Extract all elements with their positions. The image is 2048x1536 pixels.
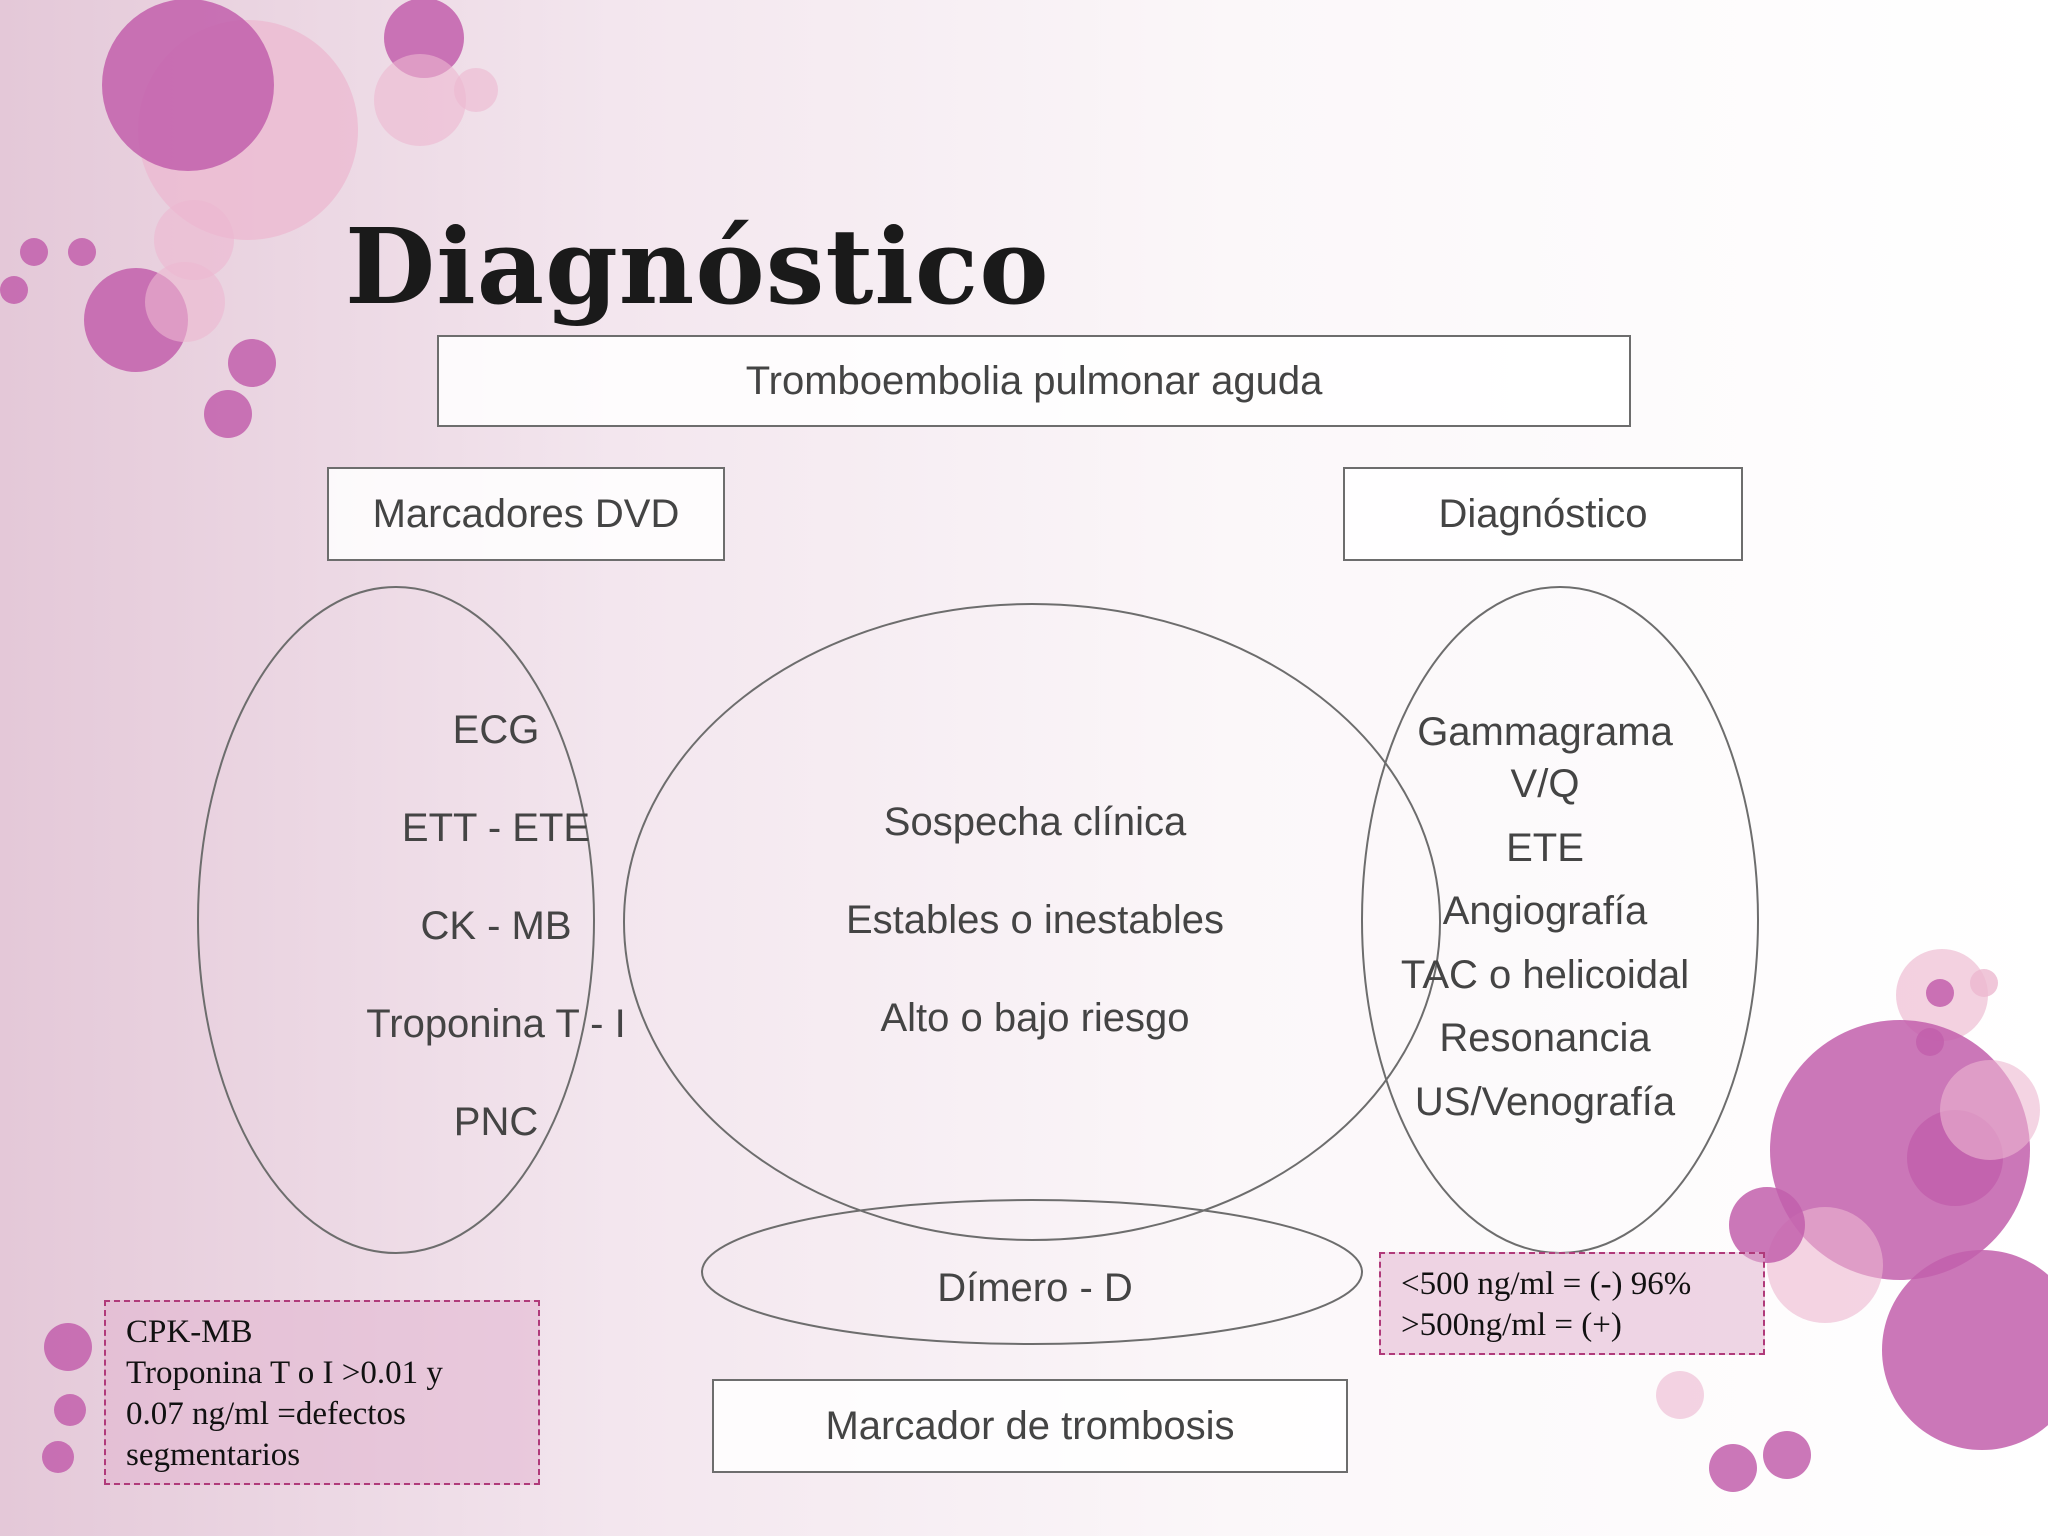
bottom-box-label: Marcador de trombosis (825, 1403, 1235, 1448)
top-box-label: Tromboembolia pulmonar aguda (745, 358, 1323, 403)
center-item: Sospecha clínica (883, 800, 1187, 844)
right-header-label: Diagnóstico (1438, 491, 1648, 536)
left-note-line: 0.07 ng/ml =defectos (126, 1396, 406, 1432)
right-note: <500 ng/ml = (-) 96% >500ng/ml = (+) (1379, 1252, 1765, 1355)
left-item: PNC (453, 1100, 539, 1144)
left-ellipse (197, 586, 595, 1254)
slide-title: Diagnóstico (345, 205, 1050, 328)
right-item: US/Venografía (1414, 1080, 1676, 1124)
right-item: V/Q (1510, 762, 1580, 806)
bottom-ellipse (701, 1199, 1363, 1345)
left-note: CPK-MB Troponina T o I >0.01 y 0.07 ng/m… (104, 1300, 540, 1485)
center-ellipse (623, 603, 1441, 1241)
right-header-box: Diagnóstico (1343, 467, 1743, 561)
right-item: Resonancia (1439, 1016, 1651, 1060)
right-item: Gammagrama (1417, 710, 1673, 754)
center-item: Estables o inestables (845, 898, 1225, 942)
left-note-line: segmentarios (126, 1437, 301, 1473)
right-note-line: <500 ng/ml = (-) 96% (1401, 1266, 1692, 1302)
center-item: Alto o bajo riesgo (880, 996, 1190, 1040)
left-note-line: Troponina T o I >0.01 y (126, 1355, 443, 1391)
left-header-box: Marcadores DVD (327, 467, 725, 561)
bottom-item: Dímero - D (937, 1266, 1133, 1310)
right-item: ETE (1506, 826, 1584, 870)
right-item: Angiografía (1442, 889, 1648, 933)
left-item: Troponina T - I (366, 1002, 626, 1046)
left-item: ETT - ETE (401, 806, 591, 850)
left-header-label: Marcadores DVD (372, 491, 680, 536)
left-note-line: CPK-MB (126, 1314, 253, 1350)
right-item: TAC o helicoidal (1400, 953, 1690, 997)
left-item: CK - MB (420, 904, 572, 948)
bottom-box: Marcador de trombosis (712, 1379, 1348, 1473)
top-box: Tromboembolia pulmonar aguda (437, 335, 1631, 427)
right-note-line: >500ng/ml = (+) (1401, 1307, 1622, 1343)
left-item: ECG (452, 708, 540, 752)
